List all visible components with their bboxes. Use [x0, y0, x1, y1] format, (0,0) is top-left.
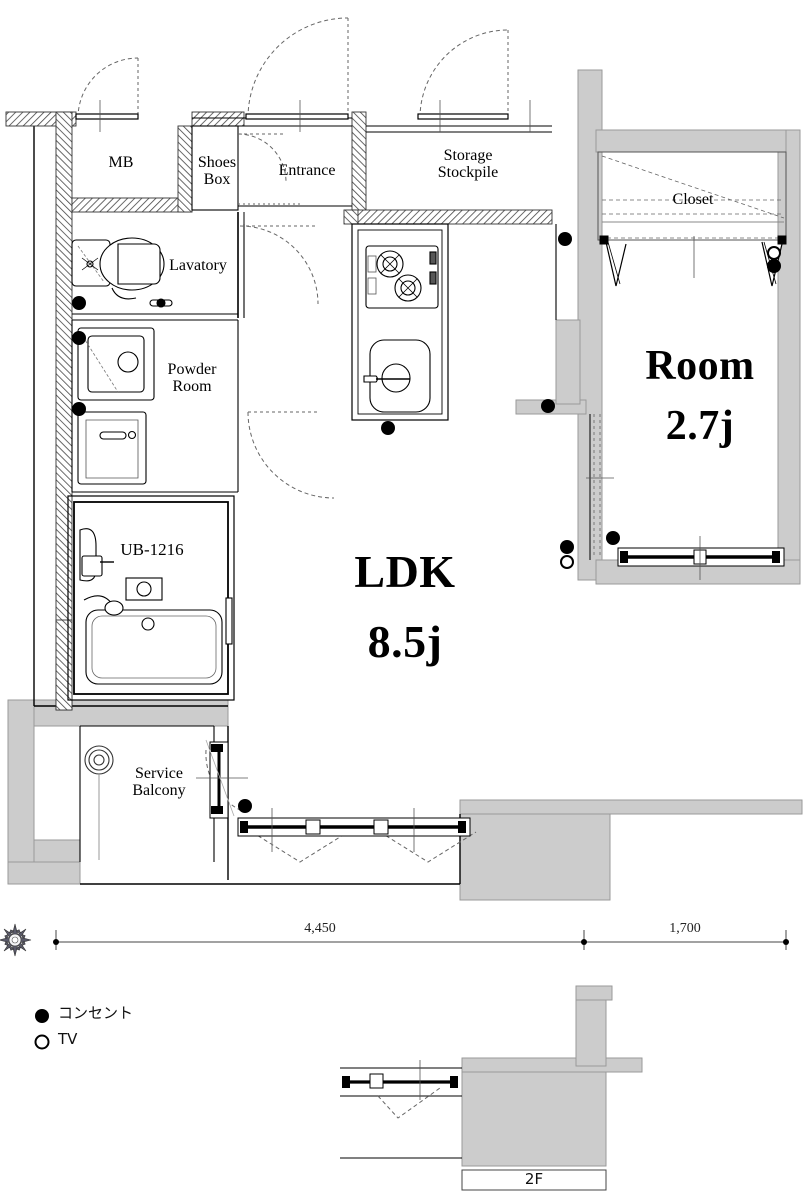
toilet-fixture: [71, 237, 173, 308]
dimension-line: [53, 930, 789, 950]
balcony-drain-icon: [84, 745, 114, 860]
building-outline: [33, 112, 461, 885]
outlet-markers: [72, 232, 781, 813]
outlet-icon: [606, 531, 620, 545]
tv-jack-icon: [767, 246, 781, 260]
sliding-partition: [586, 414, 614, 556]
section-drawing: [340, 985, 643, 1191]
door-swing-arcs: [77, 17, 509, 863]
outlet-icon: [72, 402, 86, 416]
legend-symbols: [34, 1009, 50, 1050]
outlet-icon: [381, 421, 395, 435]
tv-jack-icon: [34, 1034, 50, 1050]
outlet-icon: [238, 799, 252, 813]
tv-jack-markers: [560, 246, 781, 569]
outlet-icon: [72, 331, 86, 345]
outlet-icon: [35, 1009, 49, 1023]
outlet-icon: [560, 540, 574, 554]
closet-fixture: [597, 151, 787, 287]
tv-jack-icon: [560, 555, 574, 569]
outlet-icon: [767, 259, 781, 273]
entry-doors: [75, 100, 531, 132]
outlet-icon: [72, 296, 86, 310]
vanity-and-washer: [77, 327, 155, 485]
kitchen-fixtures: [363, 245, 439, 413]
compass-rose-icon: [0, 923, 32, 957]
outlet-icon: [558, 232, 572, 246]
outlet-icon: [541, 399, 555, 413]
structural-walls: [7, 69, 803, 901]
bathtub-fixture: [79, 528, 233, 685]
interior-partitions: [67, 117, 591, 862]
windows: [196, 536, 785, 852]
